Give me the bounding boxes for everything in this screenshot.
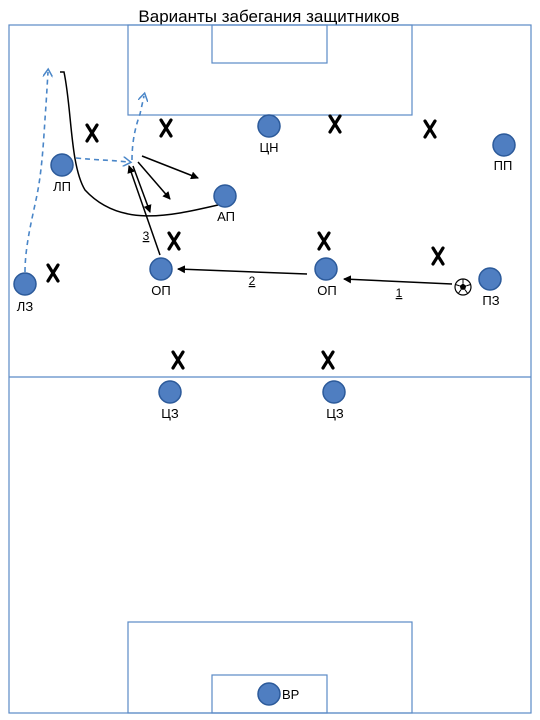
run-curve-ap bbox=[60, 71, 219, 217]
option-arrow-b bbox=[137, 161, 171, 200]
player-label: ЦЗ bbox=[161, 406, 179, 421]
player-pz: ПЗ bbox=[478, 267, 502, 308]
player-marker bbox=[257, 682, 281, 706]
pitch-lines bbox=[8, 24, 532, 714]
player-ap: АП bbox=[213, 184, 237, 224]
option-arrow-c bbox=[132, 165, 152, 213]
pass-label-3: 3 bbox=[143, 229, 150, 243]
pass-label-1: 1 bbox=[396, 286, 403, 300]
player-marker bbox=[314, 257, 338, 281]
player-cz_right: ЦЗ bbox=[322, 380, 346, 421]
player-vr: ВР bbox=[257, 682, 299, 706]
player-cz_left: ЦЗ bbox=[158, 380, 182, 421]
movement-lines bbox=[24, 71, 453, 285]
cross-icon bbox=[159, 118, 173, 138]
soccer-ball-icon bbox=[454, 278, 472, 296]
pass-arrow-2 bbox=[177, 265, 308, 275]
player-label: ПП bbox=[494, 158, 513, 173]
player-label: ВР bbox=[282, 687, 299, 702]
player-marker bbox=[322, 380, 346, 404]
option-arrow-a bbox=[141, 155, 199, 180]
dashed-run-lp bbox=[75, 158, 128, 162]
player-marker bbox=[158, 380, 182, 404]
cross-icon bbox=[167, 231, 181, 251]
diagram-title: Варианты забегания защитников bbox=[138, 7, 399, 26]
top-goal-box bbox=[211, 24, 328, 64]
player-label: ОП bbox=[151, 283, 170, 298]
player-marker bbox=[213, 184, 237, 208]
player-label: ПЗ bbox=[482, 293, 499, 308]
cross-icon bbox=[171, 350, 185, 370]
dashed-run-lz bbox=[24, 72, 48, 273]
cross-icon bbox=[423, 119, 437, 139]
cross-icon bbox=[317, 231, 331, 251]
pass-label-2: 2 bbox=[249, 274, 256, 288]
pass-arrow-1 bbox=[343, 275, 453, 285]
dashed-run-up bbox=[131, 96, 144, 161]
bottom-goal-box bbox=[211, 674, 328, 714]
player-lz: ЛЗ bbox=[13, 272, 37, 314]
cross-icon bbox=[321, 350, 335, 370]
opponents bbox=[46, 114, 445, 370]
player-marker bbox=[478, 267, 502, 291]
player-marker bbox=[13, 272, 37, 296]
player-cn: ЦН bbox=[257, 114, 281, 155]
player-label: ЛЗ bbox=[17, 299, 34, 314]
player-marker bbox=[149, 257, 173, 281]
player-op_left: ОП bbox=[149, 257, 173, 298]
cross-icon bbox=[85, 123, 99, 143]
player-label: ЦЗ bbox=[326, 406, 344, 421]
top-penalty-box bbox=[127, 24, 413, 116]
player-op_right: ОП bbox=[314, 257, 338, 298]
player-marker bbox=[50, 153, 74, 177]
player-marker bbox=[257, 114, 281, 138]
cross-icon bbox=[46, 263, 60, 283]
player-pp: ПП bbox=[492, 133, 516, 173]
player-label: АП bbox=[217, 209, 235, 224]
cross-icon bbox=[328, 114, 342, 134]
player-lp: ЛП bbox=[50, 153, 74, 194]
player-label: ЦН bbox=[259, 140, 278, 155]
players: ЦН ПП ЛП АП ОП ОП ПЗ ЛЗ ЦЗ ЦЗ ВР bbox=[13, 114, 516, 706]
cross-icon bbox=[431, 246, 445, 266]
player-marker bbox=[492, 133, 516, 157]
pass-labels: 1 2 3 bbox=[143, 229, 403, 300]
player-label: ЛП bbox=[53, 179, 71, 194]
player-label: ОП bbox=[317, 283, 336, 298]
